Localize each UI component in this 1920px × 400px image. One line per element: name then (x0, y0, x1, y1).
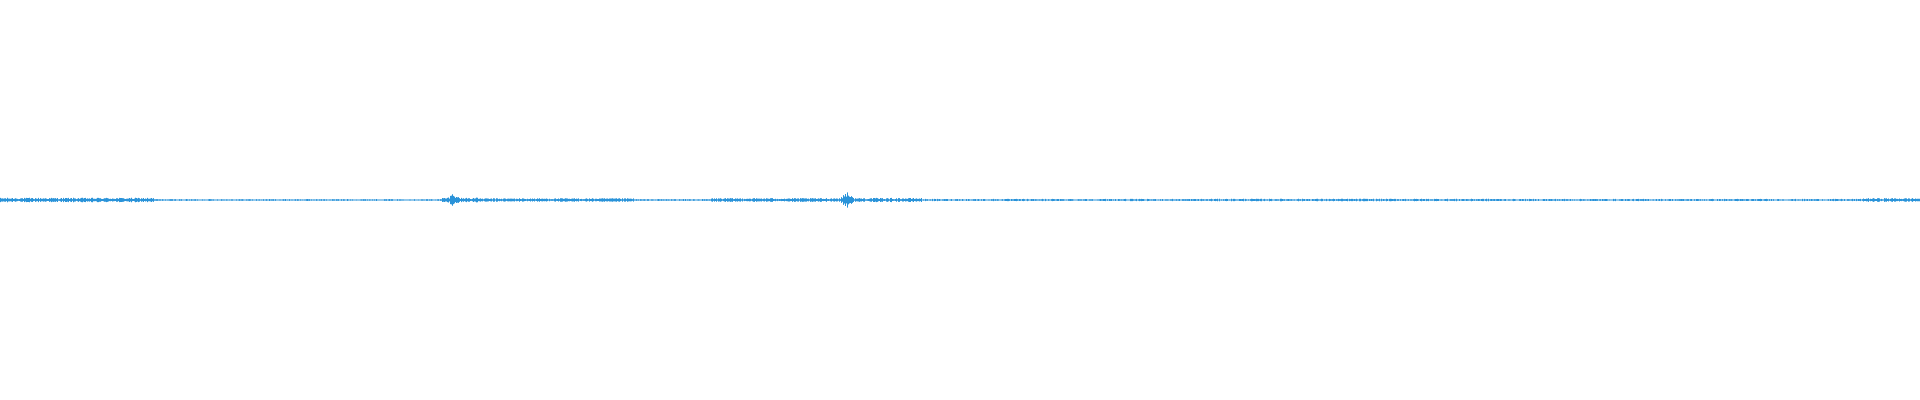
waveform-bars (0, 192, 1920, 208)
